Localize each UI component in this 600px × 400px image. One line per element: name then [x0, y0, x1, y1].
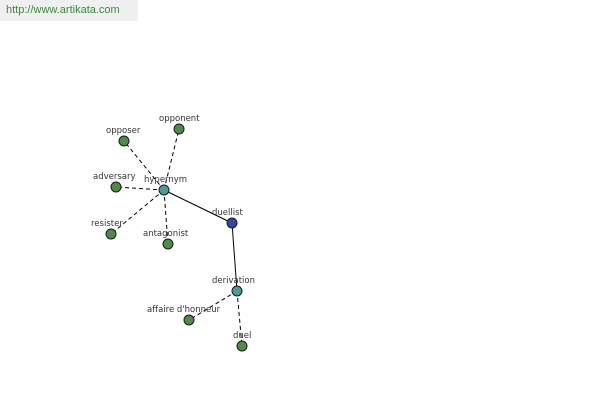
node-label-hypernym[interactable]: hypernym	[144, 175, 187, 185]
node-hypernym[interactable]	[158, 184, 170, 196]
edge-hypernym-resister	[110, 189, 165, 235]
edge-duellist-derivation	[231, 222, 238, 292]
edge-derivation-affaire	[188, 290, 238, 321]
node-label-derivation[interactable]: derivation	[212, 276, 255, 286]
node-affaire[interactable]	[183, 314, 195, 326]
node-label-duel[interactable]: duel	[233, 331, 251, 341]
labels-layer: opposer opponent adversary hypernym resister…	[91, 114, 255, 341]
node-opposer[interactable]	[118, 135, 130, 147]
edge-hypernym-opponent	[163, 128, 180, 191]
node-resister[interactable]	[105, 228, 117, 240]
node-label-opposer[interactable]: opposer	[106, 126, 141, 136]
node-adversary[interactable]	[110, 181, 122, 193]
edge-hypernym-antagonist	[163, 189, 169, 245]
node-label-affaire[interactable]: affaire d'honneur	[147, 305, 221, 315]
node-label-resister[interactable]: resister	[91, 219, 123, 229]
edge-hypernym-adversary	[115, 186, 165, 191]
node-label-duellist[interactable]: duellist	[212, 208, 244, 218]
nodes-layer	[105, 123, 248, 352]
edge-hypernym-duellist	[163, 189, 233, 224]
edge-derivation-duel	[236, 290, 243, 347]
edge-hypernym-opposer	[123, 140, 165, 191]
node-duel[interactable]	[236, 340, 248, 352]
node-label-antagonist[interactable]: antagonist	[143, 229, 189, 239]
site-url-banner[interactable]: http://www.artikata.com	[0, 0, 138, 21]
node-label-opponent[interactable]: opponent	[159, 114, 200, 124]
edges-layer	[110, 128, 243, 347]
node-antagonist[interactable]	[162, 238, 174, 250]
node-opponent[interactable]	[173, 123, 185, 135]
node-derivation[interactable]	[231, 285, 243, 297]
node-duellist[interactable]	[226, 217, 238, 229]
node-label-adversary[interactable]: adversary	[93, 172, 136, 182]
